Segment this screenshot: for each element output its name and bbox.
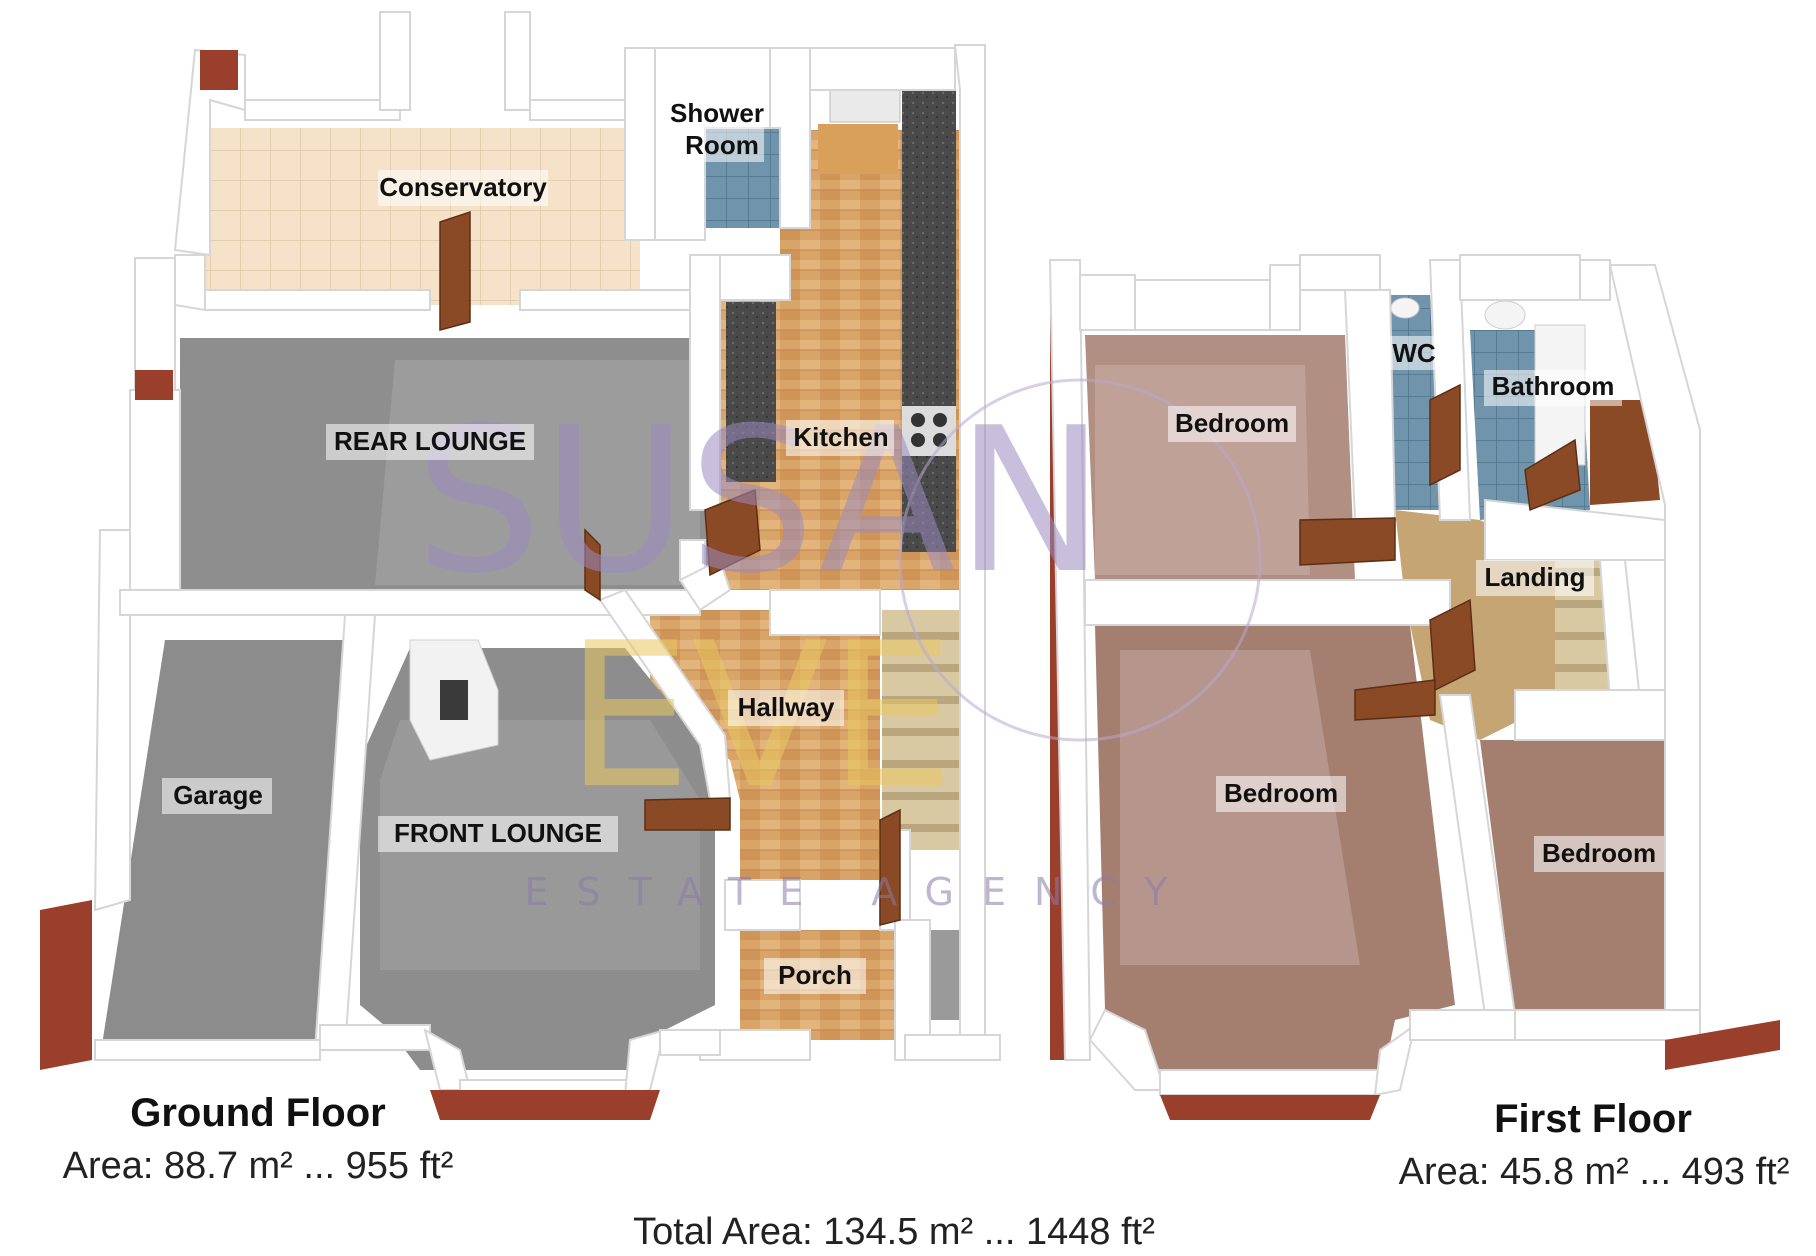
front-lounge-door (644, 797, 731, 831)
label-garage: Garage (173, 780, 263, 810)
ground-floor-plan (40, 11, 1001, 1120)
garage-floor (102, 640, 345, 1045)
label-bedroom-rear: Bedroom (1175, 408, 1289, 438)
label-wc: WC (1392, 338, 1436, 368)
floor-captions: Ground Floor Area: 88.7 m² ... 955 ft² F… (63, 1091, 1790, 1253)
bathroom-door (1524, 438, 1581, 512)
bedroom-front-door (1354, 679, 1436, 721)
kitchen-sink (829, 85, 901, 123)
brick-edge (200, 50, 238, 90)
conservatory-door (439, 210, 471, 331)
ground-floor-area: Area: 88.7 m² ... 955 ft² (63, 1145, 454, 1187)
label-shower-room-line2: Room (685, 130, 759, 160)
label-porch: Porch (778, 960, 852, 990)
hob-ring (933, 413, 947, 427)
label-hallway: Hallway (738, 692, 835, 722)
brick-edge (135, 370, 173, 400)
rear-lounge-door (584, 528, 601, 602)
kitchen-door (704, 488, 761, 577)
wc-toilet (1390, 297, 1420, 319)
label-front-lounge: FRONT LOUNGE (394, 818, 602, 848)
first-floor-doors (1299, 383, 1581, 721)
ground-floor-title: Ground Floor (130, 1091, 386, 1135)
label-conservatory: Conservatory (379, 172, 547, 202)
bathroom-basin (1484, 300, 1526, 330)
bedroom-rear-rug (1095, 365, 1310, 575)
label-rear-lounge: REAR LOUNGE (334, 426, 526, 456)
label-shower-room-line1: Shower (670, 98, 764, 128)
label-bedroom-front: Bedroom (1224, 778, 1338, 808)
hallway-floor (650, 610, 880, 880)
hob-ring (911, 413, 925, 427)
hob-ring (911, 433, 925, 447)
brick-edge (1160, 1095, 1380, 1120)
landing-door (1429, 598, 1476, 692)
room-labels: Shower Room Conservatory REAR LOUNGE Kit… (162, 98, 1664, 994)
bathroom-cabinet (1590, 400, 1660, 505)
rear-lounge-rug (375, 360, 700, 585)
fireplace (440, 680, 468, 720)
stairs (882, 610, 962, 850)
wc-door (1429, 383, 1461, 487)
conservatory-floor (205, 128, 640, 305)
first-floor-walls (1048, 254, 1701, 1097)
ground-floor-brick-base (40, 900, 92, 1070)
brick-edge (1665, 1020, 1780, 1070)
watermark-swirl (898, 378, 1262, 742)
kitchen-hob (902, 406, 956, 456)
watermark-line1: SUSAN (415, 385, 1105, 618)
kitchen-cabinets (818, 124, 898, 174)
label-bathroom: Bathroom (1492, 371, 1615, 401)
label-kitchen: Kitchen (793, 422, 888, 452)
kitchen-worktop-right (902, 88, 956, 418)
first-floor-plan (1048, 254, 1780, 1120)
ground-floor-doors (439, 210, 901, 926)
kitchen-worktop-left (726, 302, 776, 482)
hallway-cupboard-door (879, 808, 901, 926)
total-area: Total Area: 134.5 m² ... 1448 ft² (633, 1211, 1155, 1253)
bedroom-rear-door (1299, 517, 1396, 566)
watermark: SUSAN EVE ESTATE AGENCY (415, 378, 1262, 914)
label-bedroom-small: Bedroom (1542, 838, 1656, 868)
brick-edge (430, 1090, 660, 1120)
watermark-line3: ESTATE AGENCY (524, 870, 1195, 914)
label-landing: Landing (1484, 562, 1585, 592)
first-floor-area: Area: 45.8 m² ... 493 ft² (1399, 1151, 1790, 1193)
bedroom-small-floor (1480, 740, 1695, 1015)
first-floor-title: First Floor (1494, 1097, 1692, 1141)
